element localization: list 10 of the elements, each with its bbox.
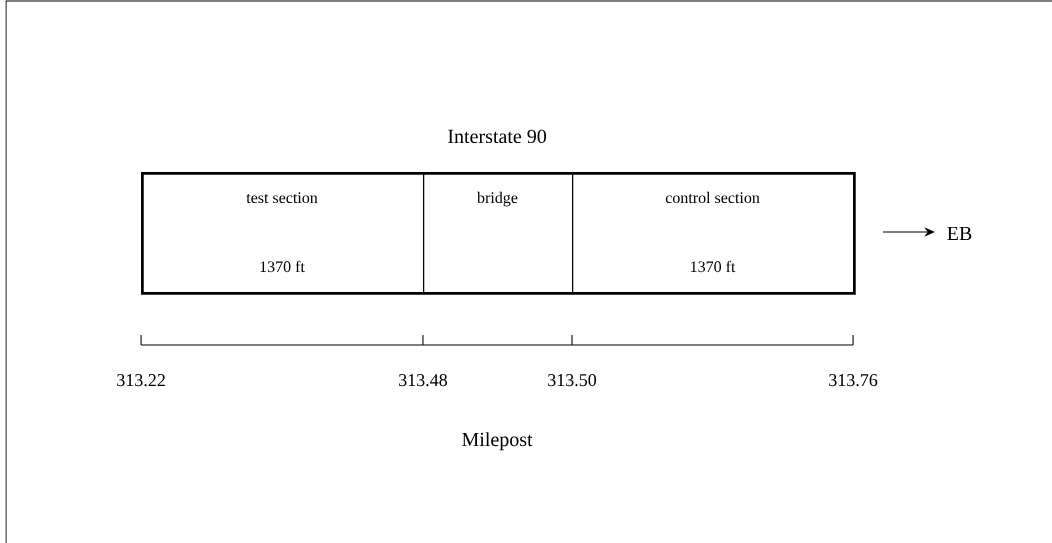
axis-title: Milepost — [462, 432, 533, 451]
section-box: control section 1370 ft — [572, 172, 855, 294]
milepost-value: 313.48 — [399, 374, 447, 387]
section-box: test section 1370 ft — [141, 172, 425, 294]
milepost-value: 313.76 — [829, 374, 878, 387]
node-label: Interstate 90 — [448, 129, 547, 144]
milepost-value: 313.50 — [548, 374, 597, 387]
section-box: bridge — [423, 172, 574, 294]
direction-label: EB — [947, 226, 972, 241]
milepost-value: 313.22 — [117, 374, 165, 387]
